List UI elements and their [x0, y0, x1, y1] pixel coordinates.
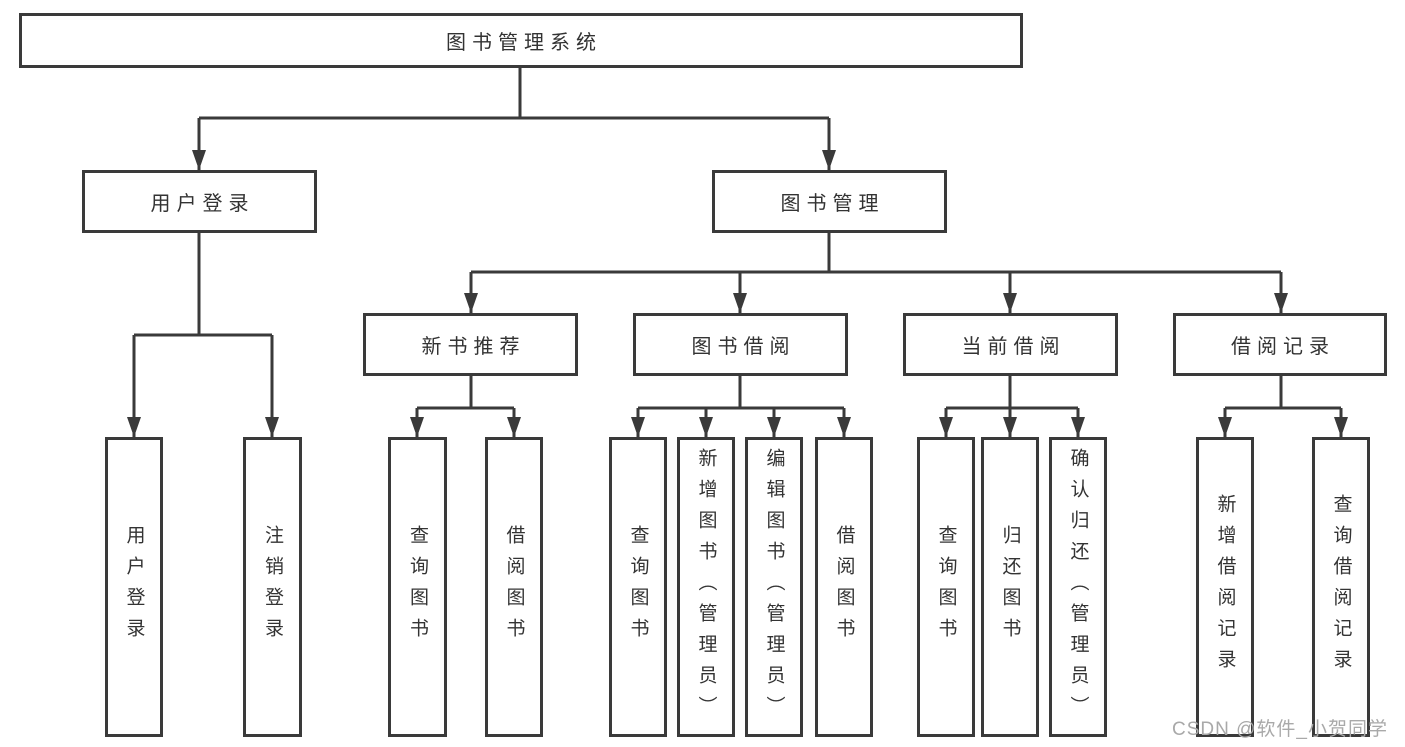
leaf-borrow-borrow-book: 借阅图书: [815, 437, 873, 737]
connector-arrowheads: [127, 150, 1348, 437]
node-book-borrow: 图书借阅: [633, 313, 848, 376]
leaf-recommend-borrow-book: 借阅图书: [485, 437, 543, 737]
leaf-borrow-edit-book-admin: 编辑图书（管理员）: [745, 437, 803, 737]
node-new-book-recommend: 新书推荐: [363, 313, 578, 376]
csdn-watermark: CSDN @软件_小贺同学: [1172, 719, 1388, 740]
leaf-borrow-query-book: 查询图书: [609, 437, 667, 737]
node-borrow-record: 借阅记录: [1173, 313, 1387, 376]
leaf-record-add: 新增借阅记录: [1196, 437, 1254, 737]
leaf-record-query: 查询借阅记录: [1312, 437, 1370, 737]
node-book-management-module: 图书管理: [712, 170, 947, 233]
leaf-current-query-book: 查询图书: [917, 437, 975, 737]
node-current-borrow: 当前借阅: [903, 313, 1118, 376]
leaf-logout: 注销登录: [243, 437, 302, 737]
node-user-login-module: 用户登录: [82, 170, 317, 233]
leaf-current-return-book: 归还图书: [981, 437, 1039, 737]
leaf-recommend-query-book: 查询图书: [388, 437, 447, 737]
leaf-borrow-add-book-admin: 新增图书（管理员）: [677, 437, 735, 737]
connector-lines: [132, 68, 1343, 437]
node-root-system: 图书管理系统: [19, 13, 1023, 68]
leaf-user-login: 用户登录: [105, 437, 163, 737]
leaf-current-confirm-return-admin: 确认归还（管理员）: [1049, 437, 1107, 737]
